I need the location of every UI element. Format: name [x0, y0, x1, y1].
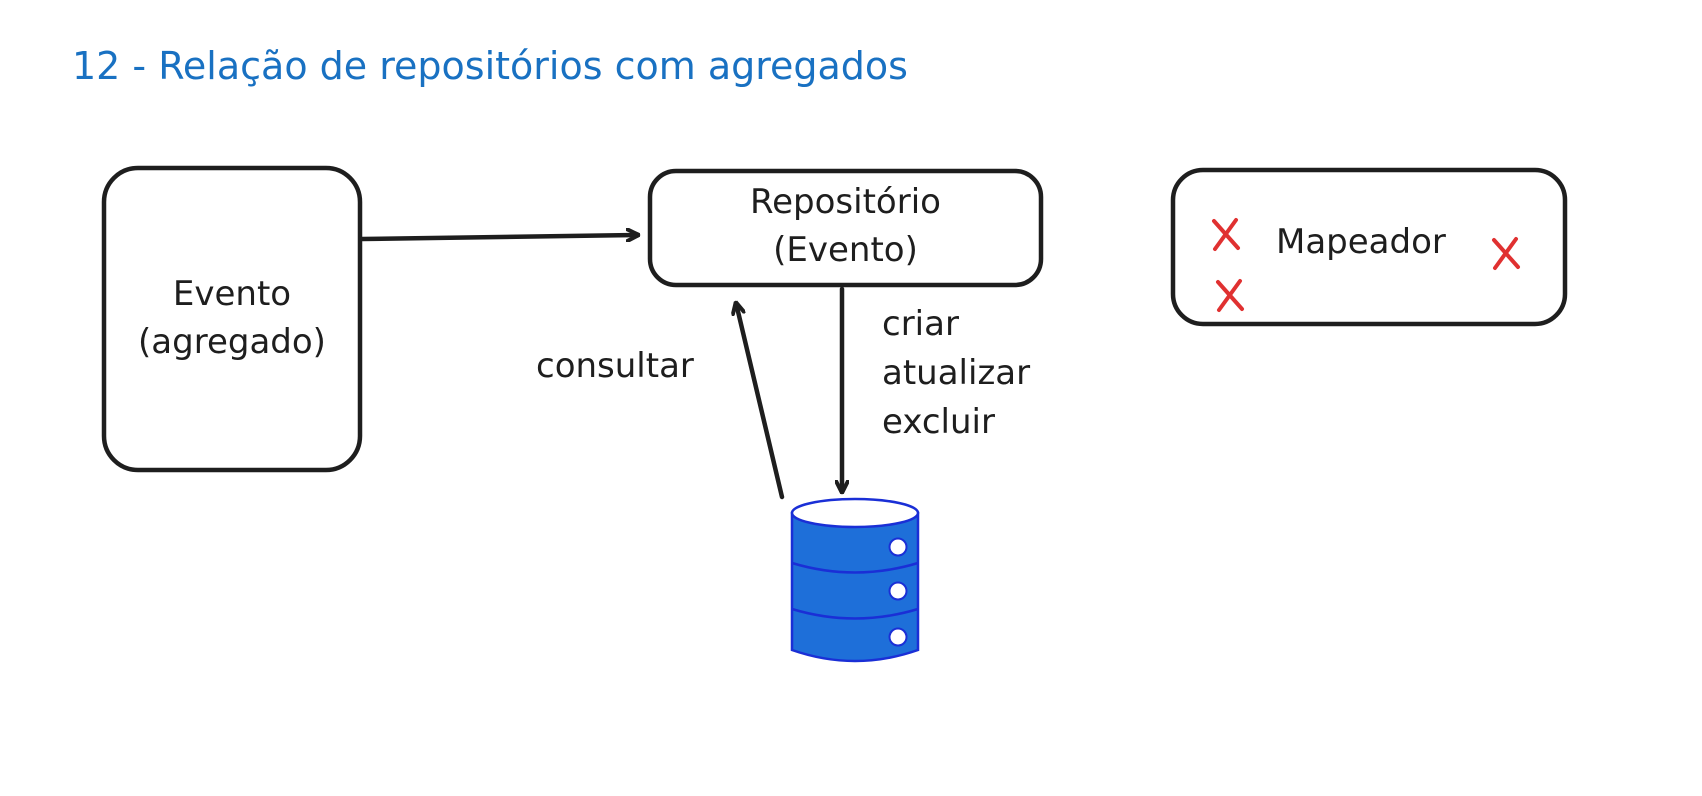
write-label-create: criar [882, 304, 959, 344]
aggregate-box[interactable] [101, 165, 363, 473]
write-label-update: atualizar [882, 353, 1031, 393]
cross-icon [1212, 218, 1240, 251]
repository-label-line2: (Evento) [773, 230, 918, 270]
query-arrow [736, 303, 785, 500]
page-title: 12 - Relação de repositórios com agregad… [72, 44, 908, 88]
cross-icon [1216, 279, 1244, 312]
database-icon [790, 497, 920, 663]
repository-label-line1: Repositório [750, 182, 941, 222]
repository-label: Repositório (Evento) [650, 178, 1041, 274]
aggregate-label: Evento (agregado) [104, 270, 360, 366]
mapper-label: Mapeador [1276, 222, 1446, 262]
write-labels: criar atualizar excluir [882, 300, 1030, 447]
aggregate-to-repository-arrow [359, 235, 641, 239]
repository-box[interactable] [647, 168, 1044, 288]
cross-icon [1492, 237, 1520, 270]
query-label: consultar [536, 346, 694, 386]
write-label-delete: excluir [882, 402, 995, 442]
aggregate-label-line1: Evento [172, 274, 292, 314]
aggregate-label-line2: (agregado) [138, 322, 326, 362]
mapper-box[interactable] [1170, 167, 1568, 327]
